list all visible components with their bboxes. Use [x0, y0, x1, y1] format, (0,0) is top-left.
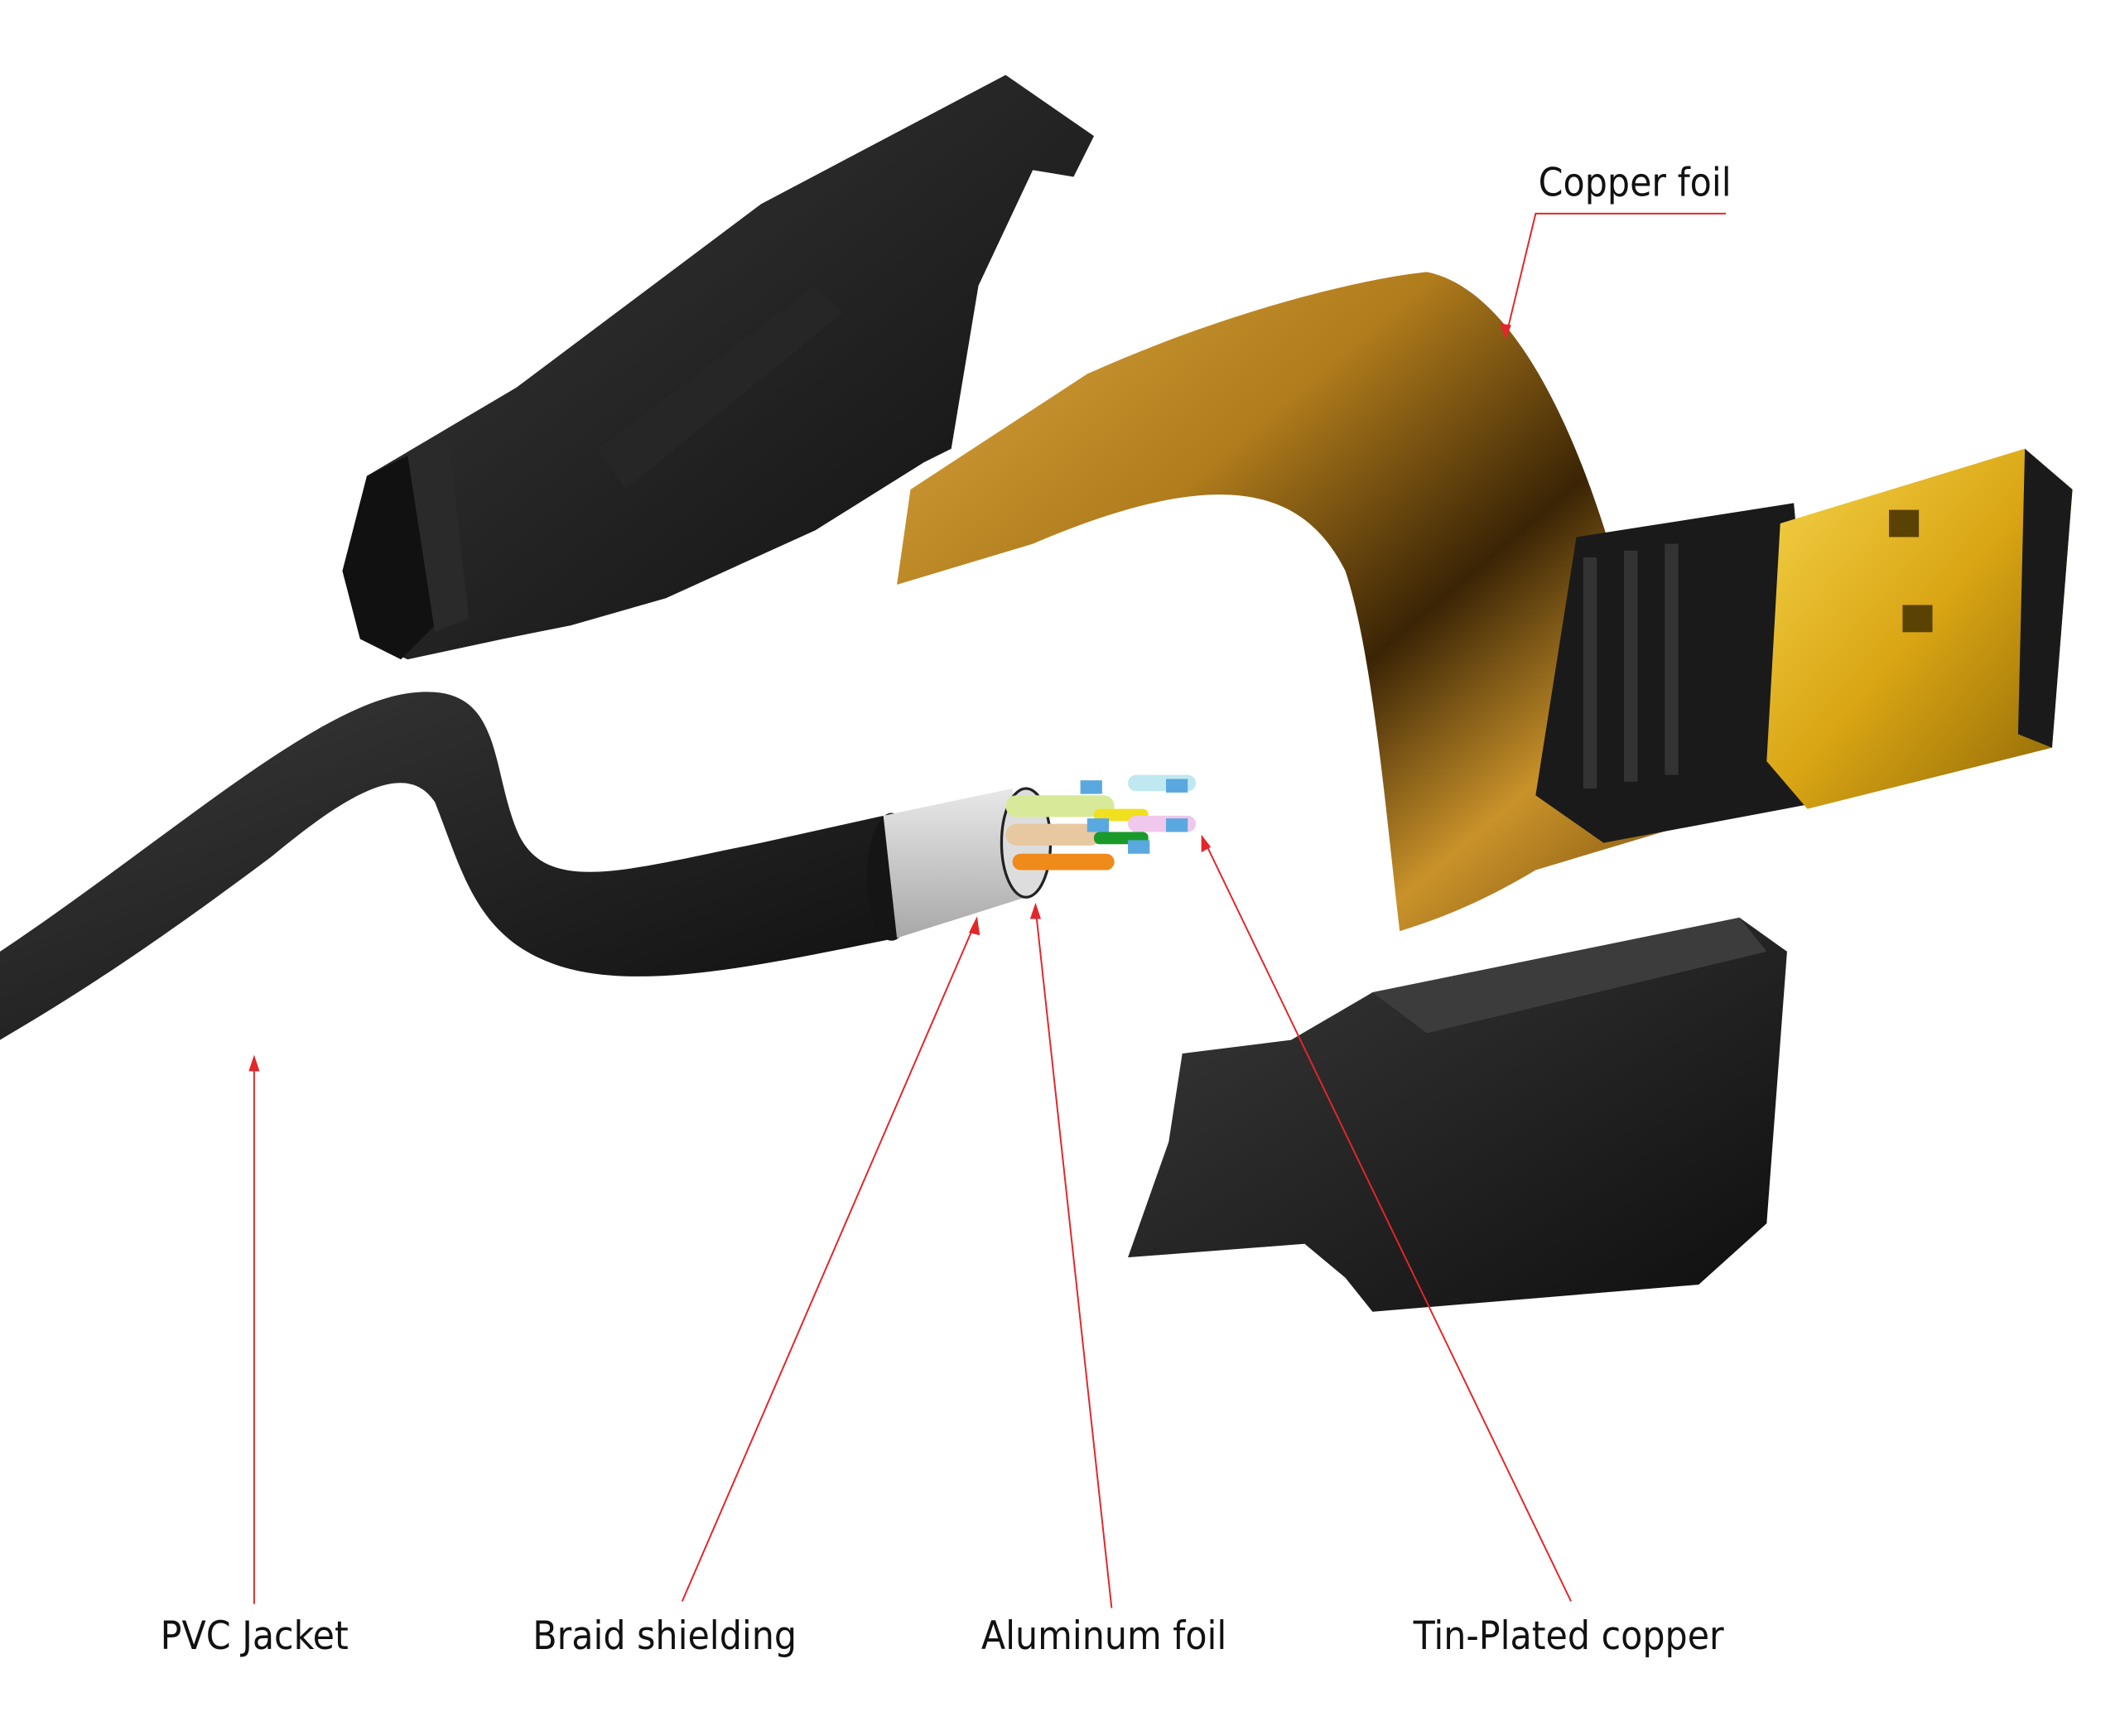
- pointer-lines: [248, 212, 1727, 1608]
- cable-pvc-jacket: [0, 692, 917, 1040]
- wire-orange: [1012, 853, 1115, 870]
- hdmi-plug: [1535, 448, 2073, 843]
- wire-sleeve-blue: [1166, 818, 1188, 832]
- cable-core: [883, 774, 1197, 938]
- wire-sleeve-blue: [1128, 840, 1150, 854]
- wire-sleeve-blue: [1166, 779, 1188, 793]
- pointer-braid-shielding: [681, 921, 977, 1602]
- pointer-tin-plated-copper: [1203, 839, 1572, 1602]
- label-copper-foil: Copper foil: [1539, 161, 1732, 206]
- label-pvc-jacket: PVC Jacket: [161, 1613, 349, 1659]
- plug-ribs: [1665, 543, 1679, 775]
- plug-hole: [1902, 605, 1933, 633]
- plug-ribs: [1583, 557, 1597, 788]
- plug-ribs: [1624, 550, 1638, 782]
- plug-hole: [1889, 509, 1920, 538]
- lower-housing-shell: [1128, 917, 1787, 1312]
- wire-pair-tan: [1005, 823, 1101, 846]
- label-braid-shielding: Braid shielding: [532, 1613, 797, 1659]
- copper-foil-sheet: [897, 272, 1672, 932]
- wire-sleeve-blue: [1080, 780, 1102, 794]
- upper-housing-shell: [342, 75, 1095, 660]
- label-aluminum-foil: Aluminum foil: [981, 1613, 1226, 1659]
- pointer-aluminum-foil: [1034, 908, 1113, 1608]
- wire-pair-green: [1005, 795, 1115, 817]
- label-tin-plated-copper: Tin-Plated copper: [1413, 1613, 1724, 1659]
- pointer-copper-foil: [1505, 212, 1727, 338]
- braid-shielding: [883, 788, 1026, 938]
- wire-sleeve-blue: [1086, 818, 1110, 832]
